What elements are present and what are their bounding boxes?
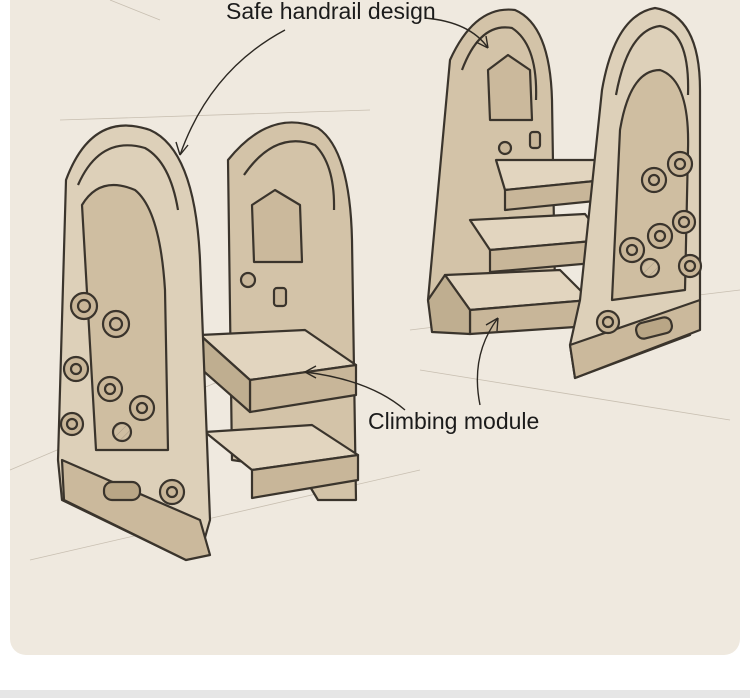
bottom-divider bbox=[0, 690, 750, 698]
climbing-arrow-left bbox=[304, 371, 406, 411]
handrail-arrow-right bbox=[424, 17, 489, 49]
handrail-arrow-left bbox=[179, 29, 286, 156]
climbing-module-annotation-label: Climbing module bbox=[368, 408, 540, 434]
handrail-annotation-label: Safe handrail design bbox=[226, 0, 436, 24]
left-stool bbox=[56, 121, 360, 562]
annotation-arrows bbox=[175, 17, 499, 411]
climbing-arrow-right bbox=[476, 317, 499, 406]
right-stool bbox=[426, 6, 703, 380]
